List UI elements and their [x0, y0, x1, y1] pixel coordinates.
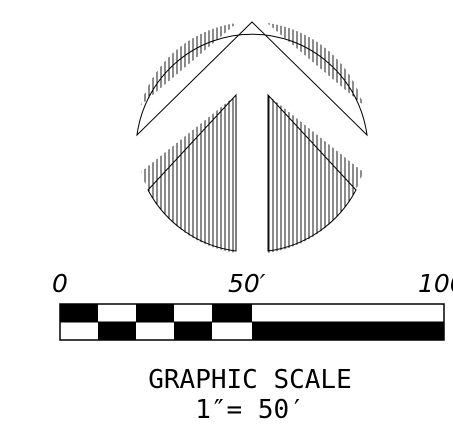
north-arrow-outline — [136, 21, 368, 252]
scale-label-hundred: 100 — [418, 269, 453, 298]
north-arrow-gaps — [100, 40, 404, 260]
graphic-scale-ratio: 1″= 50′ — [195, 395, 305, 425]
scale-bar — [59, 303, 445, 341]
scale-label-zero: 0 — [52, 269, 68, 298]
scale-label-fifty: 50′ — [228, 269, 266, 298]
graphic-scale-title: GRAPHIC SCALE — [148, 365, 352, 395]
